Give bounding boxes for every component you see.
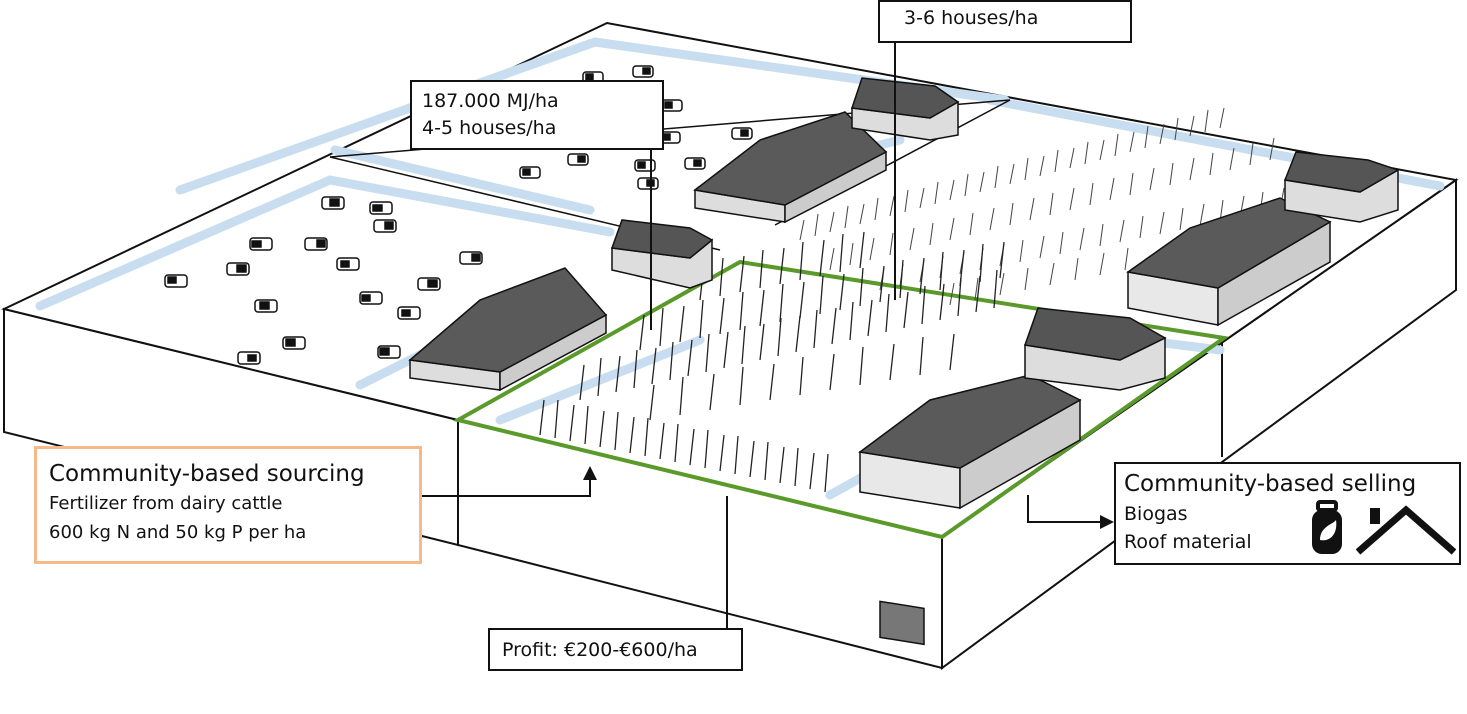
energy-houses: 4-5 houses/ha (422, 117, 557, 139)
houses-label-box: 3-6 houses/ha (878, 0, 1132, 43)
barn-right (1126, 197, 1332, 327)
leader-lines (422, 42, 1102, 628)
selling-title: Community-based selling (1124, 471, 1417, 497)
profit-value: Profit: €200-€600/ha (502, 639, 698, 661)
barn-front (858, 374, 1082, 646)
arrow-up (583, 466, 597, 480)
houses-value: 3-6 houses/ha (904, 7, 1039, 29)
energy-label-box: 187.000 MJ/ha 4-5 houses/ha (410, 80, 664, 150)
gas-cylinder-icon (1312, 500, 1342, 554)
energy-value: 187.000 MJ/ha (422, 90, 559, 112)
roof-icon (1356, 505, 1456, 555)
sourcing-line1: Fertilizer from dairy cattle (49, 493, 283, 514)
selling-item-biogas: Biogas (1124, 503, 1188, 525)
farmhouse-front (1023, 307, 1167, 391)
crops-front (539, 231, 1005, 493)
farmhouse-left (610, 219, 714, 289)
farmhouse-back (851, 77, 960, 141)
selling-item-roof: Roof material (1124, 531, 1252, 553)
barn-left (408, 267, 608, 392)
selling-box: Community-based selling Biogas Roof mate… (1114, 462, 1461, 565)
sourcing-title: Community-based sourcing (49, 461, 365, 487)
selected-field-border (452, 259, 1230, 540)
arrow-right (1100, 515, 1114, 529)
sourcing-box: Community-based sourcing Fertilizer from… (34, 446, 422, 564)
dairy-cows (164, 65, 753, 365)
sourcing-line2: 600 kg N and 50 kg P per ha (49, 522, 307, 543)
farmhouse-right (1283, 151, 1400, 223)
profit-label-box: Profit: €200-€600/ha (488, 628, 743, 671)
barn-back (693, 111, 888, 224)
